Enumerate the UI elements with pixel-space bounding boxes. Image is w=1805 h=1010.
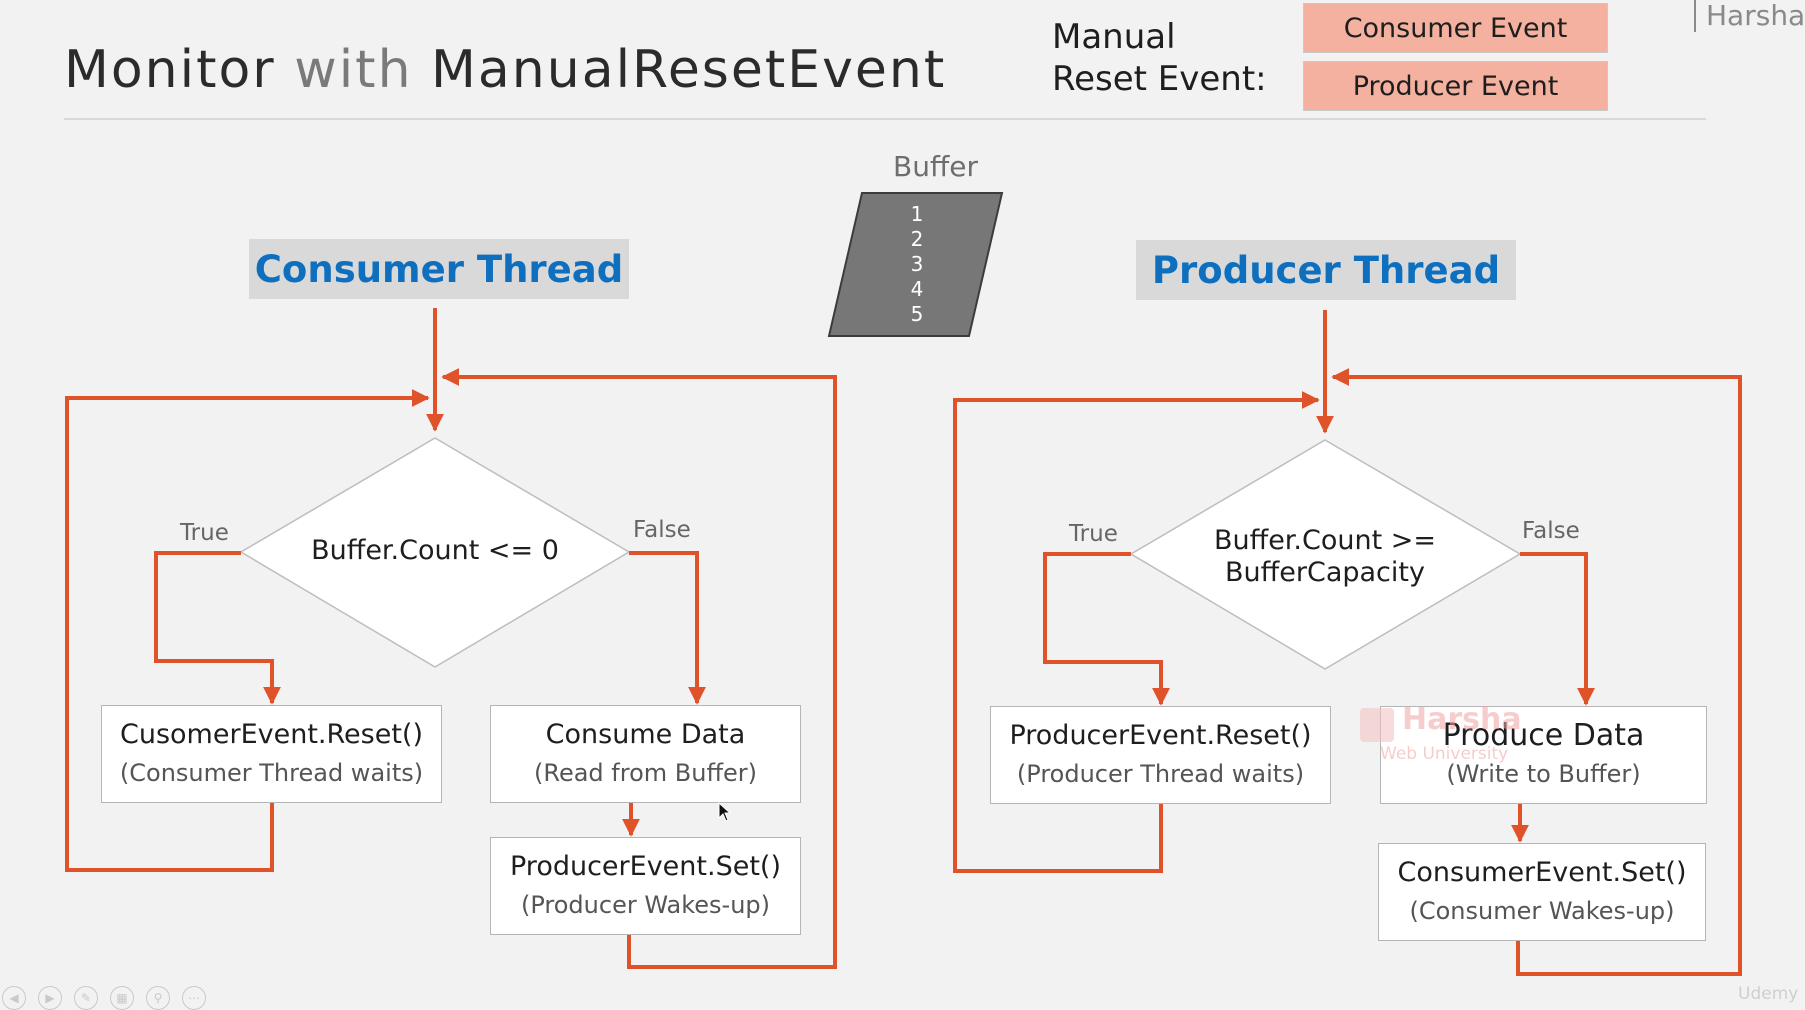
producer-reset-sub: (Producer Thread waits) <box>1016 760 1305 788</box>
consumer-reset-sub: (Consumer Thread waits) <box>119 759 424 787</box>
producer-true-arrow <box>1043 552 1170 706</box>
consumer-loop-right <box>441 368 837 969</box>
slide-title: Monitor with ManualResetEvent <box>64 40 946 100</box>
mre-label-line1: Manual <box>1052 17 1176 57</box>
buffer-shape <box>827 192 1004 337</box>
consumer-event-set-node: ConsumerEvent.Set() (Consumer Wakes-up) <box>1378 843 1706 941</box>
consumer-loop-left <box>65 389 430 872</box>
producer-reset-node: ProducerEvent.Reset() (Producer Thread w… <box>990 706 1331 804</box>
buffer-item: 3 <box>910 252 924 276</box>
consumer-event-set-main: ConsumerEvent.Set() <box>1397 857 1687 888</box>
consumer-true-arrow <box>154 551 281 705</box>
producer-event-set-main: ProducerEvent.Set() <box>510 851 781 882</box>
watermark-line2: Web University <box>1380 744 1509 764</box>
manual-reset-event-label: Manual Reset Event: <box>1052 16 1267 100</box>
buffer-item: 2 <box>910 227 924 251</box>
producer-decision-diamond <box>1129 439 1522 670</box>
watermark-mark-icon <box>1360 708 1394 742</box>
mouse-cursor-icon <box>718 802 732 822</box>
producer-false-arrow <box>1520 552 1595 706</box>
consumer-false-arrow <box>629 551 706 705</box>
produce-data-node: Produce Data (Write to Buffer) <box>1380 706 1707 804</box>
slide-player-controls: ◀ ▶ ✎ ▦ ⚲ ⋯ <box>2 986 206 1010</box>
consumer-reset-node: CusomerEvent.Reset() (Consumer Thread wa… <box>101 705 442 803</box>
producer-event-badge: Producer Event <box>1303 61 1608 111</box>
udemy-brand: Udemy <box>1738 984 1799 1004</box>
buffer-item: 4 <box>910 277 924 301</box>
consume-data-sub: (Read from Buffer) <box>534 759 757 787</box>
consumer-event-set-sub: (Consumer Wakes-up) <box>1409 897 1675 925</box>
watermark-line1: Harsha <box>1402 702 1522 737</box>
mre-label-line2: Reset Event: <box>1052 59 1267 99</box>
presenter-name: Harsha <box>1694 0 1805 32</box>
producer-condition-line2: BufferCapacity <box>1225 557 1425 588</box>
consumer-true-label: True <box>180 520 229 546</box>
buffer-item: 1 <box>910 202 924 226</box>
consumer-event-badge: Consumer Event <box>1303 3 1608 53</box>
consumer-reset-main: CusomerEvent.Reset() <box>120 719 423 750</box>
prev-slide-icon[interactable]: ◀ <box>2 986 26 1010</box>
buffer-label: Buffer <box>893 150 978 183</box>
producer-loop-right <box>1331 368 1742 976</box>
consumer-decision-diamond <box>239 437 631 668</box>
consumer-thread-title: Consumer Thread <box>249 239 629 299</box>
producer-thread-title: Producer Thread <box>1136 240 1516 300</box>
producer-false-label: False <box>1522 518 1580 544</box>
title-part-with: with <box>294 40 413 100</box>
producer-condition: Buffer.Count >= BufferCapacity <box>1172 525 1478 589</box>
title-divider <box>64 118 1706 120</box>
produce-data-main: Produce Data <box>1442 718 1645 753</box>
producer-condition-line1: Buffer.Count >= <box>1213 525 1437 556</box>
producer-event-set-sub: (Producer Wakes-up) <box>520 891 771 919</box>
next-slide-icon[interactable]: ▶ <box>38 986 62 1010</box>
pen-icon[interactable]: ✎ <box>74 986 98 1010</box>
title-part-monitor: Monitor <box>64 40 295 100</box>
consume-data-node: Consume Data (Read from Buffer) <box>490 705 801 803</box>
producer-event-set-node: ProducerEvent.Set() (Producer Wakes-up) <box>490 837 801 935</box>
buffer-item: 5 <box>910 302 924 326</box>
producer-true-label: True <box>1069 521 1118 547</box>
buffer-items: 1 2 3 4 5 <box>890 202 944 327</box>
producer-loop-left <box>953 391 1320 873</box>
title-part-manualresetevent: ManualResetEvent <box>412 40 947 100</box>
zoom-icon[interactable]: ⚲ <box>146 986 170 1010</box>
harsha-watermark-logo: Harsha Web University <box>1358 702 1534 764</box>
producer-reset-main: ProducerEvent.Reset() <box>1009 720 1312 751</box>
consumer-condition: Buffer.Count <= 0 <box>311 535 559 566</box>
consume-data-main: Consume Data <box>545 719 746 750</box>
produce-data-sub: (Write to Buffer) <box>1446 760 1641 788</box>
slides-grid-icon[interactable]: ▦ <box>110 986 134 1010</box>
consumer-false-label: False <box>633 517 691 543</box>
more-options-icon[interactable]: ⋯ <box>182 986 206 1010</box>
